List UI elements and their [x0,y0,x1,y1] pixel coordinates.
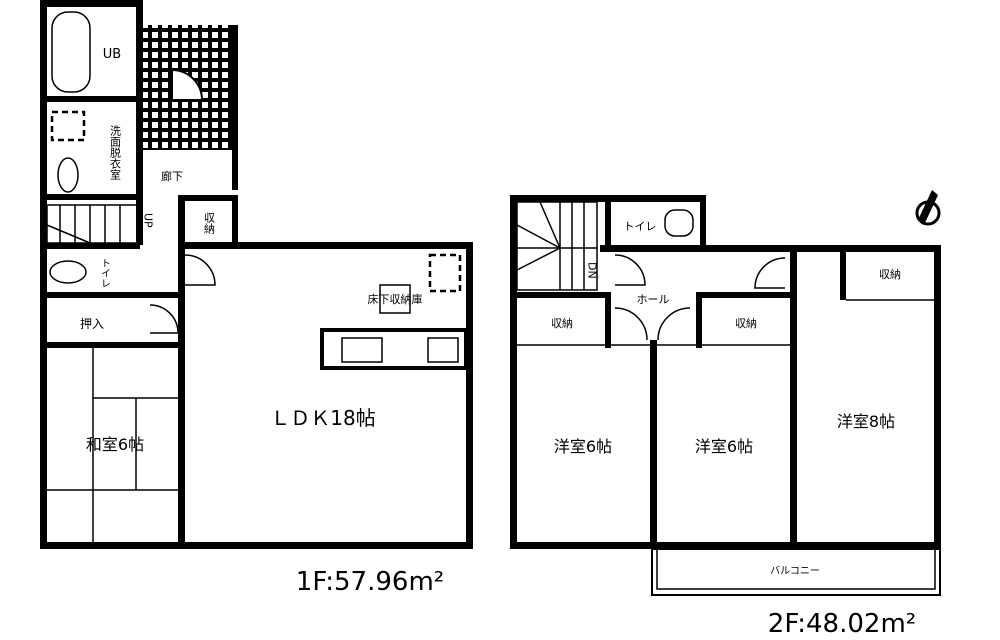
label-closet: 押入 [80,317,104,331]
toilet-fixture [49,260,87,284]
wall [232,195,238,245]
wall [605,195,611,251]
label-corridor: 廊下 [161,169,183,183]
wall [40,96,140,102]
door [614,307,648,341]
wall [183,242,472,249]
wall [934,245,941,548]
ldk-door [184,254,216,286]
wall [510,542,941,549]
label-underfloor-storage: 床下収納庫 [368,292,423,306]
label-storage: 収納 [203,212,216,235]
wall [40,0,143,7]
label-storage-middle: 収納 [735,317,757,330]
washing-machine-space [50,110,86,142]
label-bath: UB [103,47,121,62]
wall [510,195,517,548]
label-japanese-room: 和室6帖 [86,435,144,454]
door [657,307,691,341]
wall [178,195,238,201]
label-toilet: トイレ [99,258,111,288]
wall [510,292,610,298]
floor-2-plan: トイレ DN ホール 収納 収納 収納 洋室6帖 洋室6帖 洋室8帖 バルコニー… [510,190,941,639]
stairs-1f [46,204,138,244]
label-hall: ホール [637,293,670,306]
wall [605,292,611,348]
wall [40,194,140,200]
wall [40,542,473,549]
bathtub [51,11,91,93]
wall [696,292,796,298]
label-stairs-down: DN [586,262,599,279]
sink [341,337,383,363]
wall [600,245,940,252]
floor-2-area: 2F:48.02m² [768,609,916,639]
wall [790,245,797,548]
wall [466,242,473,548]
tatami [47,348,178,542]
entrance-door [171,68,204,101]
wall [40,292,180,298]
wall [136,0,143,245]
wall [700,195,706,251]
wall [232,25,238,190]
label-bedroom-left: 洋室6帖 [554,437,612,456]
fridge-space [428,253,462,293]
label-stairs-up: UP [142,213,155,228]
label-washroom: 洗面脱衣室 [109,125,122,180]
toilet-fixture-2f [664,209,694,237]
wall [650,340,657,548]
label-bedroom-right: 洋室8帖 [837,412,895,431]
label-storage-right: 収納 [879,268,901,281]
wall [40,342,180,348]
label-toilet-2f: トイレ [624,220,657,233]
door [754,257,786,289]
wall [840,250,846,300]
label-storage-left: 収納 [551,317,573,330]
stairs-2f [516,201,598,291]
wall [696,292,702,348]
label-balcony: バルコニー [770,565,820,577]
stove [427,337,459,363]
washbasin [57,157,79,193]
wall [178,195,185,548]
door [614,254,646,286]
floor-1-area: 1F:57.96m² [296,567,444,597]
underfloor-hatch [379,284,411,314]
closet-door [149,304,179,334]
north-arrow-icon [915,190,941,226]
floor-1-plan: UB 洗面脱衣室 廊下 収納 UP トイレ 押入 和室6帖 ＬＤＫ18帖 床下収… [40,0,473,597]
wall [40,0,47,548]
label-bedroom-middle: 洋室6帖 [695,437,753,456]
wall [40,243,140,249]
label-ldk: ＬＤＫ18帖 [270,406,375,430]
